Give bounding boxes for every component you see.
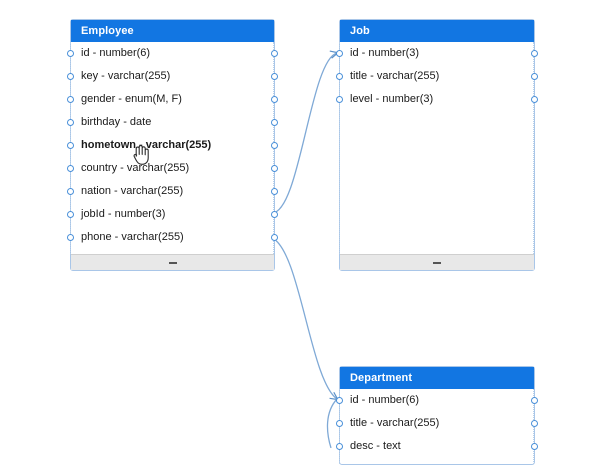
relationship-link-employee-jobid-to-job-id[interactable] bbox=[271, 53, 337, 214]
field-row[interactable]: id - number(6) bbox=[81, 47, 151, 59]
connector-port-right[interactable] bbox=[271, 187, 278, 195]
field-row[interactable]: gender - enum(M, F) bbox=[81, 93, 182, 105]
port-rail-left bbox=[339, 389, 341, 464]
connector-port-right[interactable] bbox=[271, 210, 278, 218]
field-row[interactable]: phone - varchar(255) bbox=[81, 231, 184, 243]
field-row[interactable]: nation - varchar(255) bbox=[81, 185, 184, 197]
connector-port-right[interactable] bbox=[271, 118, 278, 126]
collapse-dash-icon[interactable] bbox=[168, 261, 177, 264]
connector-port-right[interactable] bbox=[271, 233, 278, 241]
entity-fields-employee: id - number(6) key - varchar(255) gender -… bbox=[67, 42, 278, 254]
entity-header-department[interactable]: Department bbox=[340, 367, 534, 389]
connector-port-right[interactable] bbox=[271, 95, 278, 103]
connector-port-right[interactable] bbox=[271, 72, 278, 80]
connector-port-right[interactable] bbox=[531, 95, 538, 103]
connector-port-left[interactable] bbox=[67, 95, 74, 103]
entity-header-employee[interactable]: Employee bbox=[71, 20, 274, 42]
field-row[interactable]: country - varchar(255) bbox=[81, 162, 190, 174]
connector-port-left[interactable] bbox=[336, 95, 343, 103]
field-row[interactable]: level - number(3) bbox=[350, 93, 434, 105]
field-row[interactable]: title - varchar(255) bbox=[350, 70, 440, 82]
entity-header-job[interactable]: Job bbox=[340, 20, 534, 42]
connector-port-right[interactable] bbox=[531, 396, 538, 404]
entity-fields-department: id - number(6) title - varchar(255) desc -… bbox=[336, 389, 538, 464]
connector-port-left[interactable] bbox=[67, 141, 74, 149]
connector-port-left[interactable] bbox=[67, 187, 74, 195]
connector-port-right[interactable] bbox=[271, 141, 278, 149]
connector-port-left[interactable] bbox=[336, 49, 343, 57]
connector-port-left[interactable] bbox=[67, 233, 74, 241]
entity-table-employee[interactable]: Employee id - number(6) key - varchar(255)… bbox=[67, 19, 278, 271]
field-row[interactable]: hometown - varchar(255) bbox=[81, 139, 212, 151]
connector-port-left[interactable] bbox=[67, 210, 74, 218]
field-row[interactable]: id - number(3) bbox=[350, 47, 420, 59]
connector-port-right[interactable] bbox=[531, 49, 538, 57]
relationship-link-employee-phone-to-department-id[interactable] bbox=[271, 237, 337, 399]
field-row[interactable]: id - number(6) bbox=[350, 394, 420, 406]
connector-port-left[interactable] bbox=[67, 118, 74, 126]
port-rail-left bbox=[339, 42, 341, 254]
connector-port-left[interactable] bbox=[67, 72, 74, 80]
connector-port-left[interactable] bbox=[336, 442, 343, 450]
port-rail-right bbox=[533, 389, 535, 464]
field-row[interactable]: title - varchar(255) bbox=[350, 417, 440, 429]
connector-port-right[interactable] bbox=[271, 164, 278, 172]
connector-port-left[interactable] bbox=[67, 49, 74, 57]
connector-port-left[interactable] bbox=[336, 396, 343, 404]
entity-collapse-footer-job[interactable] bbox=[340, 254, 534, 270]
collapse-dash-icon[interactable] bbox=[433, 261, 441, 264]
entity-table-job[interactable]: Job id - number(3) title - varchar(255) lev… bbox=[336, 19, 538, 271]
field-row[interactable]: jobId - number(3) bbox=[81, 208, 166, 220]
connector-port-right[interactable] bbox=[531, 419, 538, 427]
field-row[interactable]: key - varchar(255) bbox=[81, 70, 171, 82]
entity-fields-job: id - number(3) title - varchar(255) level … bbox=[336, 42, 538, 254]
connector-port-right[interactable] bbox=[531, 442, 538, 450]
connector-port-left[interactable] bbox=[336, 419, 343, 427]
field-row[interactable]: birthday - date bbox=[81, 116, 152, 128]
connector-port-left[interactable] bbox=[336, 72, 343, 80]
entity-collapse-footer-employee[interactable] bbox=[71, 254, 274, 270]
connector-port-right[interactable] bbox=[531, 72, 538, 80]
connector-port-right[interactable] bbox=[271, 49, 278, 57]
field-row[interactable]: desc - text bbox=[350, 440, 401, 452]
port-rail-right bbox=[533, 42, 535, 254]
connector-port-left[interactable] bbox=[67, 164, 74, 172]
entity-table-department[interactable]: Department id - number(6) title - varchar(… bbox=[336, 366, 538, 465]
